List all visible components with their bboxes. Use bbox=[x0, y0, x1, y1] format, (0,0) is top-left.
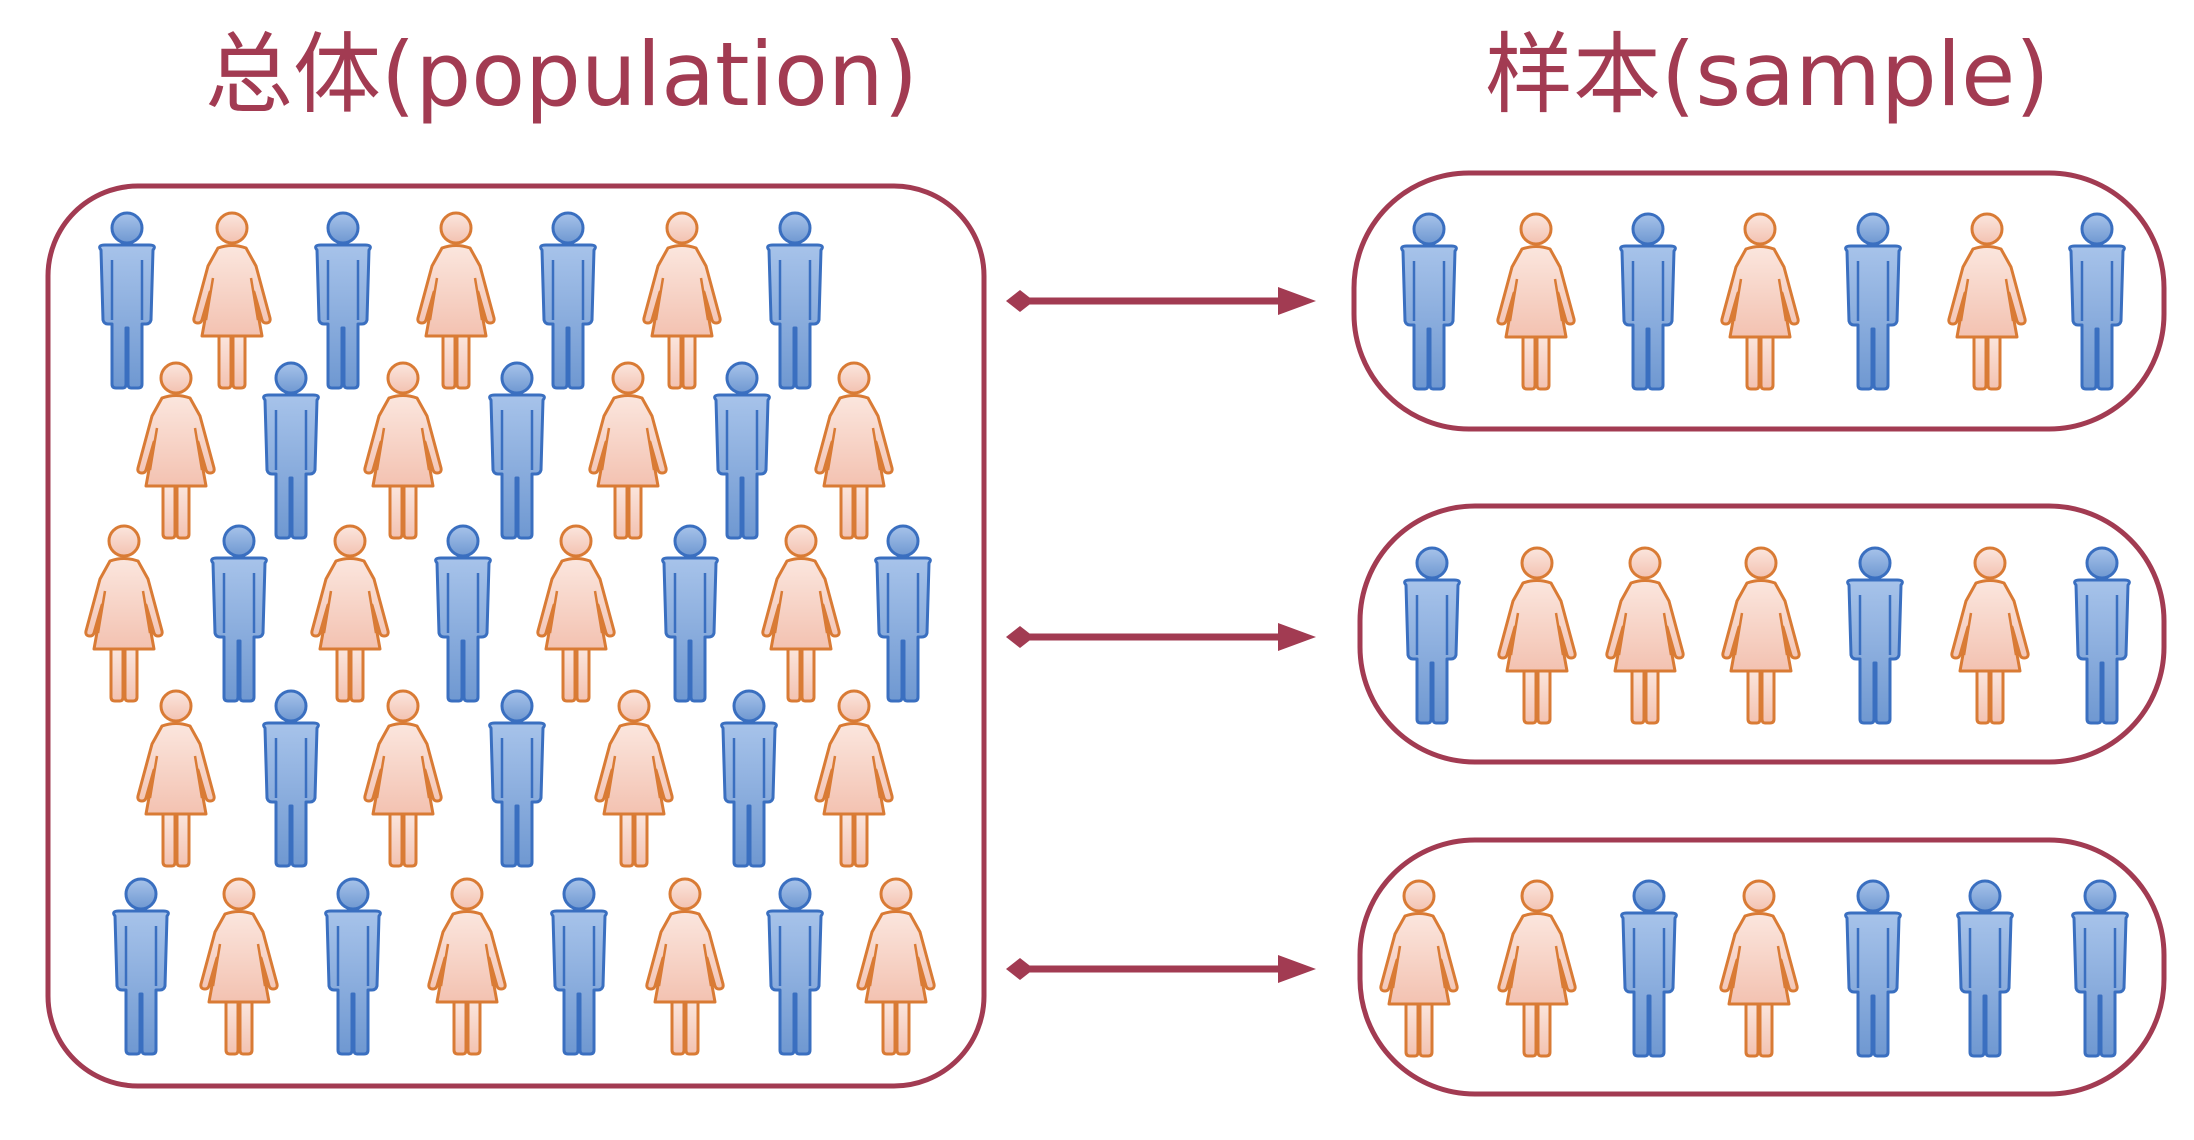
male-person-icon bbox=[262, 361, 320, 540]
female-person-icon bbox=[1947, 212, 2027, 391]
male-person-icon bbox=[2068, 212, 2126, 391]
female-person-icon bbox=[1496, 212, 1576, 391]
male-person-icon bbox=[314, 211, 372, 390]
male-person-icon bbox=[766, 211, 824, 390]
male-person-icon bbox=[2071, 879, 2129, 1058]
male-person-icon bbox=[1846, 546, 1904, 725]
female-person-icon bbox=[136, 689, 216, 868]
female-person-icon bbox=[1497, 879, 1577, 1058]
male-person-icon bbox=[2073, 546, 2131, 725]
female-person-icon bbox=[814, 361, 894, 540]
male-person-icon bbox=[488, 361, 546, 540]
double-headed-arrow-icon bbox=[1006, 955, 1316, 983]
female-person-icon bbox=[645, 877, 725, 1056]
male-person-icon bbox=[488, 689, 546, 868]
male-person-icon bbox=[713, 361, 771, 540]
male-person-icon bbox=[720, 689, 778, 868]
female-person-icon bbox=[1497, 546, 1577, 725]
male-person-icon bbox=[112, 877, 170, 1056]
female-person-icon bbox=[761, 524, 841, 703]
female-person-icon bbox=[199, 877, 279, 1056]
male-person-icon bbox=[98, 211, 156, 390]
male-person-icon bbox=[1956, 879, 2014, 1058]
male-person-icon bbox=[1620, 879, 1678, 1058]
population-title: 总体(population) bbox=[205, 23, 918, 126]
female-person-icon bbox=[814, 689, 894, 868]
female-person-icon bbox=[1719, 879, 1799, 1058]
female-person-icon bbox=[310, 524, 390, 703]
male-person-icon bbox=[874, 524, 932, 703]
female-person-icon bbox=[594, 689, 674, 868]
male-person-icon bbox=[1400, 212, 1458, 391]
male-person-icon bbox=[262, 689, 320, 868]
male-person-icon bbox=[766, 877, 824, 1056]
male-person-icon bbox=[210, 524, 268, 703]
female-person-icon bbox=[536, 524, 616, 703]
male-person-icon bbox=[1844, 879, 1902, 1058]
double-headed-arrow-icon bbox=[1006, 287, 1316, 315]
female-person-icon bbox=[363, 361, 443, 540]
female-person-icon bbox=[84, 524, 164, 703]
male-person-icon bbox=[1619, 212, 1677, 391]
male-person-icon bbox=[1403, 546, 1461, 725]
sample-frame-2 bbox=[1357, 503, 2167, 765]
female-person-icon bbox=[427, 877, 507, 1056]
sample-frame-3 bbox=[1357, 837, 2167, 1097]
double-headed-arrow-icon bbox=[1006, 623, 1316, 651]
female-person-icon bbox=[856, 877, 936, 1056]
male-person-icon bbox=[324, 877, 382, 1056]
population-frame bbox=[45, 183, 987, 1089]
male-person-icon bbox=[434, 524, 492, 703]
female-person-icon bbox=[192, 211, 272, 390]
female-person-icon bbox=[642, 211, 722, 390]
female-person-icon bbox=[588, 361, 668, 540]
female-person-icon bbox=[1950, 546, 2030, 725]
female-person-icon bbox=[136, 361, 216, 540]
female-person-icon bbox=[363, 689, 443, 868]
male-person-icon bbox=[550, 877, 608, 1056]
male-person-icon bbox=[1844, 212, 1902, 391]
male-person-icon bbox=[661, 524, 719, 703]
sample-title: 样本(sample) bbox=[1485, 23, 2050, 126]
arrows-layer bbox=[1006, 287, 1316, 983]
female-person-icon bbox=[1605, 546, 1685, 725]
male-person-icon bbox=[539, 211, 597, 390]
female-person-icon bbox=[1720, 212, 1800, 391]
sample-frame-1 bbox=[1351, 170, 2167, 432]
female-person-icon bbox=[416, 211, 496, 390]
people-layer bbox=[84, 211, 2131, 1058]
female-person-icon bbox=[1721, 546, 1801, 725]
female-person-icon bbox=[1379, 879, 1459, 1058]
